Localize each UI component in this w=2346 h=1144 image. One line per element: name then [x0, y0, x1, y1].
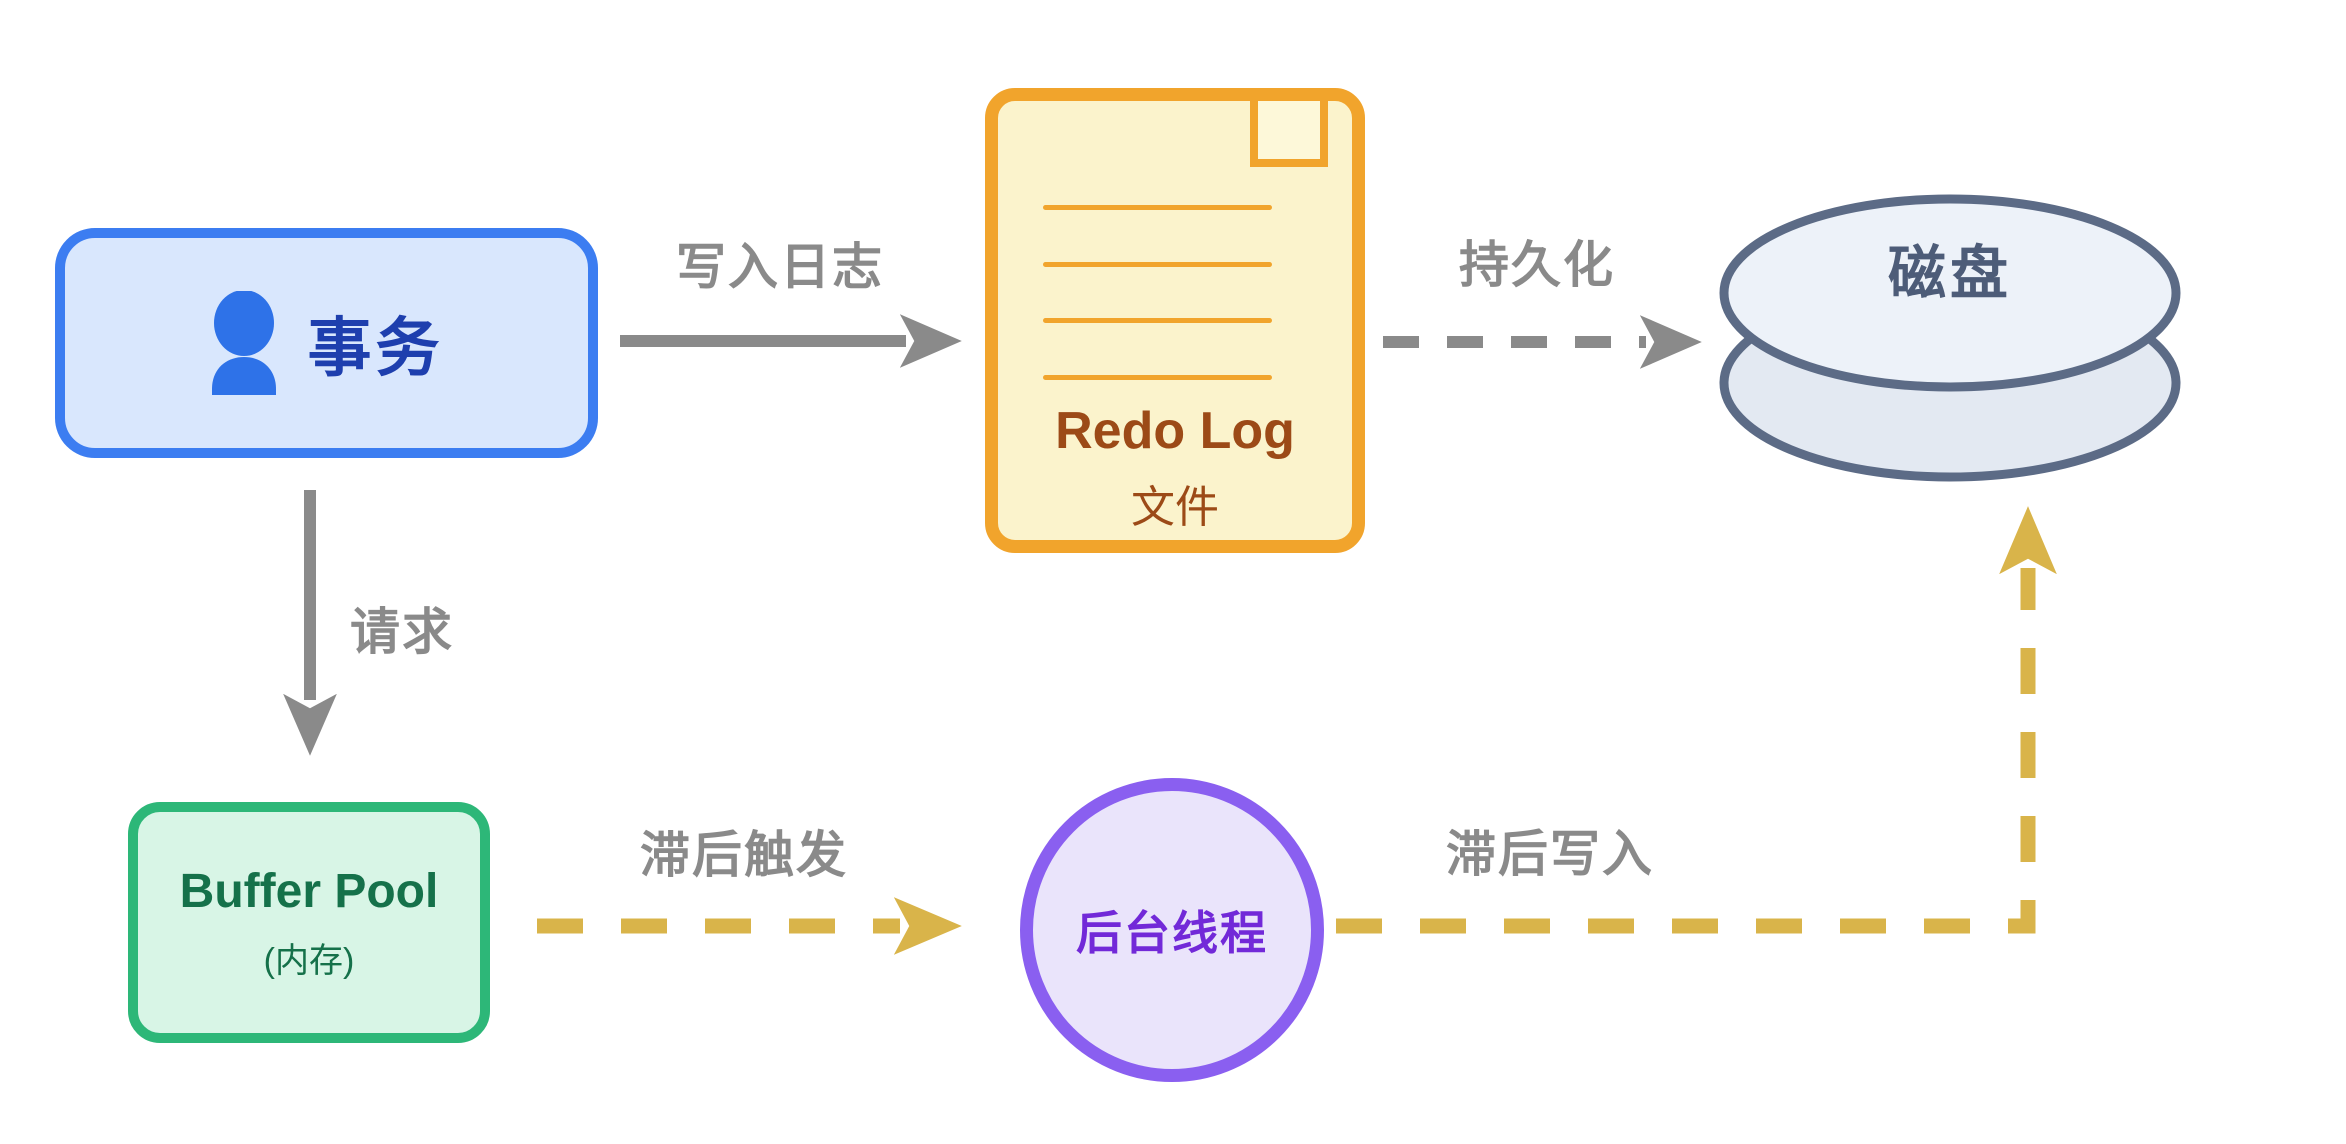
node-redo-log-file: Redo Log 文件	[985, 88, 1365, 553]
disk-cylinder-icon	[1719, 194, 2181, 482]
edge-label-write-log: 写入日志	[676, 239, 884, 295]
edge-lag-write-arrow	[1336, 506, 2057, 934]
redo-log-subtitle: 文件	[1131, 483, 1219, 532]
buffer-pool-subtitle: (内存)	[263, 941, 355, 980]
background-thread-label: 后台线程	[1076, 907, 1268, 959]
document-line	[1043, 262, 1272, 267]
edge-label-lag-trigger: 滞后触发	[640, 827, 848, 883]
node-transaction: 事务	[55, 228, 598, 458]
disk-label: 磁盘	[1887, 241, 2012, 306]
redo-log-title: Redo Log	[1055, 402, 1295, 460]
document-line	[1043, 205, 1272, 210]
transaction-label: 事务	[307, 312, 444, 384]
edge-label-persist: 持久化	[1459, 237, 1615, 293]
edge-label-lag-write: 滞后写入	[1446, 826, 1654, 882]
document-text: Redo Log 文件	[998, 401, 1352, 535]
buffer-pool-title: Buffer Pool	[179, 864, 439, 918]
person-icon	[211, 291, 276, 395]
node-buffer-pool: Buffer Pool (内存)	[128, 802, 490, 1043]
document-corner-fold	[1250, 101, 1328, 167]
document-line	[1043, 318, 1272, 323]
document-line	[1043, 375, 1272, 380]
node-background-thread: 后台线程	[1020, 778, 1324, 1082]
edge-label-request: 请求	[350, 604, 454, 660]
